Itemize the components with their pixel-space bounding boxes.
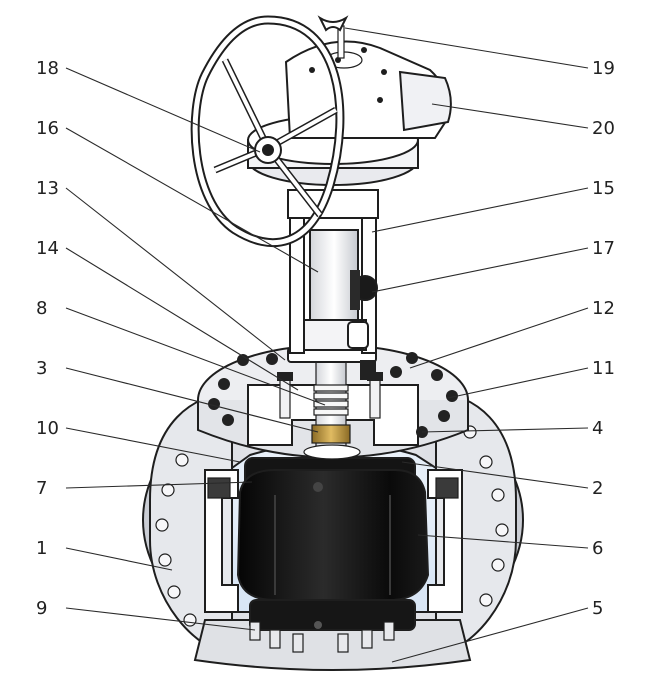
callout-labels: 18 16 13 14 8 3 10 7 1 9 19 20 15 17 12 …	[36, 58, 615, 619]
callout-19: 19	[592, 58, 615, 79]
leader-19	[344, 27, 589, 69]
body-section-cuts	[204, 469, 463, 613]
leader-11	[447, 367, 589, 399]
bolt-hole	[175, 453, 189, 467]
callout-6: 6	[592, 538, 603, 559]
leader-10	[65, 427, 241, 463]
callout-14: 14	[36, 238, 59, 259]
bolt-hole	[479, 593, 493, 607]
callout-3: 3	[36, 358, 47, 379]
bolt-head	[406, 352, 418, 364]
bolt-hole	[155, 518, 169, 532]
bottom-bolts	[249, 621, 395, 653]
bolt-head	[208, 398, 220, 410]
packing-rings	[313, 384, 349, 416]
bolt-hole	[167, 585, 181, 599]
flange-bolt-holes	[155, 425, 509, 627]
bolt-head	[446, 390, 458, 402]
callout-13: 13	[36, 178, 59, 199]
callout-2: 2	[592, 478, 603, 499]
leader-5	[391, 607, 589, 663]
bolt-hole	[479, 455, 493, 469]
bolt-head	[222, 414, 234, 426]
bolt-head	[266, 353, 278, 365]
leader-lines	[65, 27, 589, 663]
callout-10: 10	[36, 418, 59, 439]
bolt-hole	[158, 553, 172, 567]
bolt-head	[390, 366, 402, 378]
callout-5: 5	[592, 598, 603, 619]
stem-bushing	[311, 424, 351, 444]
position-indicator	[317, 15, 349, 59]
stem	[303, 359, 361, 460]
leader-13	[65, 187, 286, 361]
leader-8	[65, 307, 326, 406]
leader-17	[371, 247, 589, 293]
callout-7: 7	[36, 478, 47, 499]
leader-20	[431, 103, 589, 129]
bolt-head	[218, 378, 230, 390]
leader-1	[65, 547, 173, 571]
callout-1: 1	[36, 538, 47, 559]
bolt-head	[438, 410, 450, 422]
callout-18: 18	[36, 58, 59, 79]
leader-14	[65, 247, 299, 391]
stem-coupling	[350, 270, 378, 310]
leader-2	[401, 461, 589, 489]
leader-15	[371, 187, 589, 233]
callout-15: 15	[592, 178, 615, 199]
callout-17: 17	[592, 238, 615, 259]
callout-4: 4	[592, 418, 603, 439]
bolt-head	[237, 354, 249, 366]
leader-6	[417, 534, 589, 549]
callout-8: 8	[36, 298, 47, 319]
bolt-hole	[161, 483, 175, 497]
bolt-hole	[491, 488, 505, 502]
ball	[236, 457, 430, 631]
callout-12: 12	[592, 298, 615, 319]
leader-12	[409, 307, 589, 369]
callout-20: 20	[592, 118, 615, 139]
leader-16	[65, 127, 319, 273]
leader-18	[65, 67, 261, 153]
bolt-hole	[491, 558, 505, 572]
leader-7	[65, 481, 253, 489]
bolt-head	[431, 369, 443, 381]
callout-11: 11	[592, 358, 615, 379]
leader-3	[65, 367, 319, 433]
bolt-hole	[183, 613, 197, 627]
leader-9	[65, 607, 256, 631]
callout-16: 16	[36, 118, 59, 139]
bolt-hole	[495, 523, 509, 537]
callout-9: 9	[36, 598, 47, 619]
leader-4	[421, 427, 589, 433]
